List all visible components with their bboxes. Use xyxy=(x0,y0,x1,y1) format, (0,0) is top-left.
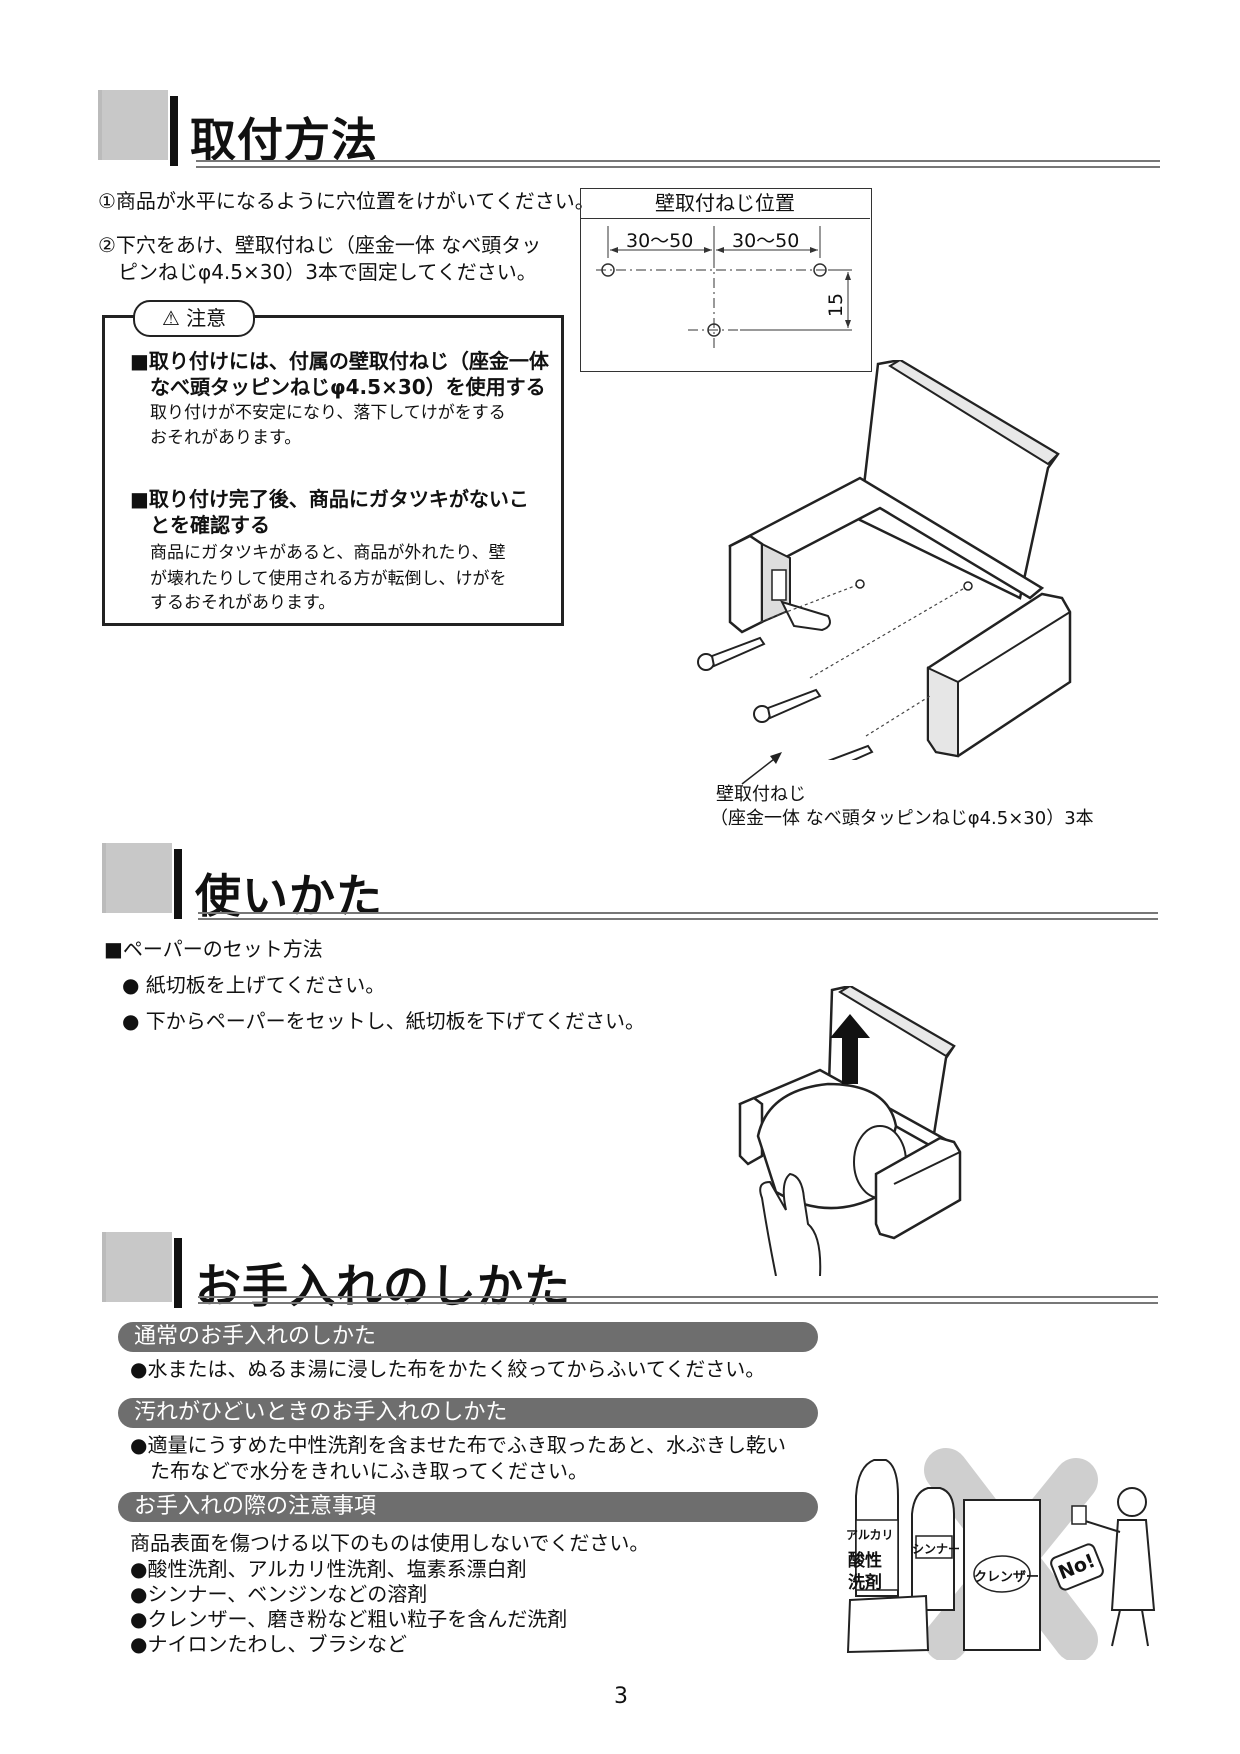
warning-icon: ⚠ xyxy=(161,306,180,330)
dim-left: 30～50 xyxy=(626,230,694,252)
caution-label: 注意 xyxy=(186,306,227,330)
care-note-4: ●ナイロンたわし、ブラシなど xyxy=(130,1632,408,1656)
section-marker-install xyxy=(98,90,168,160)
section-bar-care xyxy=(174,1238,182,1308)
label-cleanser: クレンザー xyxy=(974,1570,1040,1585)
dirty-care-line2: た布などで水分をきれいにふき取ってください。 xyxy=(150,1459,588,1483)
dim-vertical: 15 xyxy=(825,292,848,318)
install-step-1: ①商品が水平になるように穴位置をけがいてください。 xyxy=(98,189,595,213)
pill-normal-care: 通常のお手入れのしかた xyxy=(118,1322,818,1352)
pill-care-notes: お手入れの際の注意事項 xyxy=(118,1492,818,1522)
normal-care-text: ●水または、ぬるま湯に浸した布をかたく絞ってからふいてください。 xyxy=(130,1357,766,1381)
caution-item1-body-line1: 取り付けが不安定になり、落下してけがをする xyxy=(150,403,506,423)
label-acid: 酸性 xyxy=(848,1551,882,1571)
section-bar-install xyxy=(170,96,178,166)
label-thinner: シンナー xyxy=(912,1542,961,1556)
care-notes-intro: 商品表面を傷つける以下のものは使用しないでください。 xyxy=(130,1531,650,1555)
dim-right: 30～50 xyxy=(732,230,800,252)
caution-item1-body-line2: おそれがあります。 xyxy=(150,428,302,448)
caution-box xyxy=(102,315,564,626)
care-note-2: ●シンナー、ベンジンなどの溶剤 xyxy=(130,1582,428,1606)
prohibited-cleaners-illustration xyxy=(846,1448,1156,1660)
holder-mounting-illustration xyxy=(697,360,1072,760)
usage-heading: ■ペーパーのセット方法 xyxy=(104,937,323,961)
section-marker-usage xyxy=(102,843,172,913)
install-step-2-line1: ②下穴をあけ、壁取付ねじ（座金一体 なべ頭タッ xyxy=(98,233,542,257)
screw-position-drawing xyxy=(596,226,852,348)
screw-caption-line2: （座金一体 なべ頭タッピンねじφ4.5×30）3本 xyxy=(710,808,1094,829)
screw-pointer-arrow xyxy=(741,752,782,785)
screw-position-diagram xyxy=(580,188,872,372)
caution-item2-head-line1: ■取り付け完了後、商品にガタツキがないこ xyxy=(130,487,529,511)
section-rule-install xyxy=(196,160,1160,168)
caution-tab: ⚠ 注意 xyxy=(133,300,255,337)
section-rule-care xyxy=(198,1296,1158,1304)
pill-dirty-care: 汚れがひどいときのお手入れのしかた xyxy=(118,1398,818,1428)
section-title-usage: 使いかた xyxy=(195,869,383,923)
care-note-1: ●酸性洗剤、アルカリ性洗剤、塩素系漂白剤 xyxy=(130,1557,527,1581)
label-alkali: アルカリ xyxy=(846,1528,894,1542)
page-number: 3 xyxy=(614,1684,628,1709)
caution-item2-body-line3: するおそれがあります。 xyxy=(150,593,336,613)
paper-setting-illustration xyxy=(738,986,962,1276)
usage-bullet-1: ● 紙切板を上げてください。 xyxy=(122,973,386,997)
caution-item1-head-line2: なべ頭タッピンねじφ4.5×30）を使用する xyxy=(150,375,546,399)
caution-item2-body-line1: 商品にガタツキがあると、商品が外れたり、壁 xyxy=(150,543,506,563)
section-marker-care xyxy=(102,1232,172,1302)
screw-caption-line1: 壁取付ねじ xyxy=(716,784,806,805)
care-note-3: ●クレンザー、磨き粉など粗い粒子を含んだ洗剤 xyxy=(130,1607,568,1631)
section-title-install: 取付方法 xyxy=(190,113,378,167)
section-title-care: お手入れのしかた xyxy=(195,1259,571,1313)
section-bar-usage xyxy=(174,849,182,919)
caution-item1-head-line1: ■取り付けには、付属の壁取付ねじ（座金一体 xyxy=(130,349,549,373)
install-step-2-line2: ピンねじφ4.5×30）3本で固定してください。 xyxy=(118,260,537,284)
usage-bullet-2: ● 下からペーパーをセットし、紙切板を下げてください。 xyxy=(122,1009,646,1033)
section-rule-usage xyxy=(198,912,1158,920)
caution-item2-head-line2: とを確認する xyxy=(150,513,270,537)
screw-position-title: 壁取付ねじ位置 xyxy=(580,188,870,219)
caution-item2-body-line2: が壊れたりして使用される方が転倒し、けがを xyxy=(150,569,507,589)
label-detergent: 洗剤 xyxy=(848,1573,882,1593)
dirty-care-line1: ●適量にうすめた中性洗剤を含ませた布でふき取ったあと、水ぶきし乾い xyxy=(130,1433,787,1457)
